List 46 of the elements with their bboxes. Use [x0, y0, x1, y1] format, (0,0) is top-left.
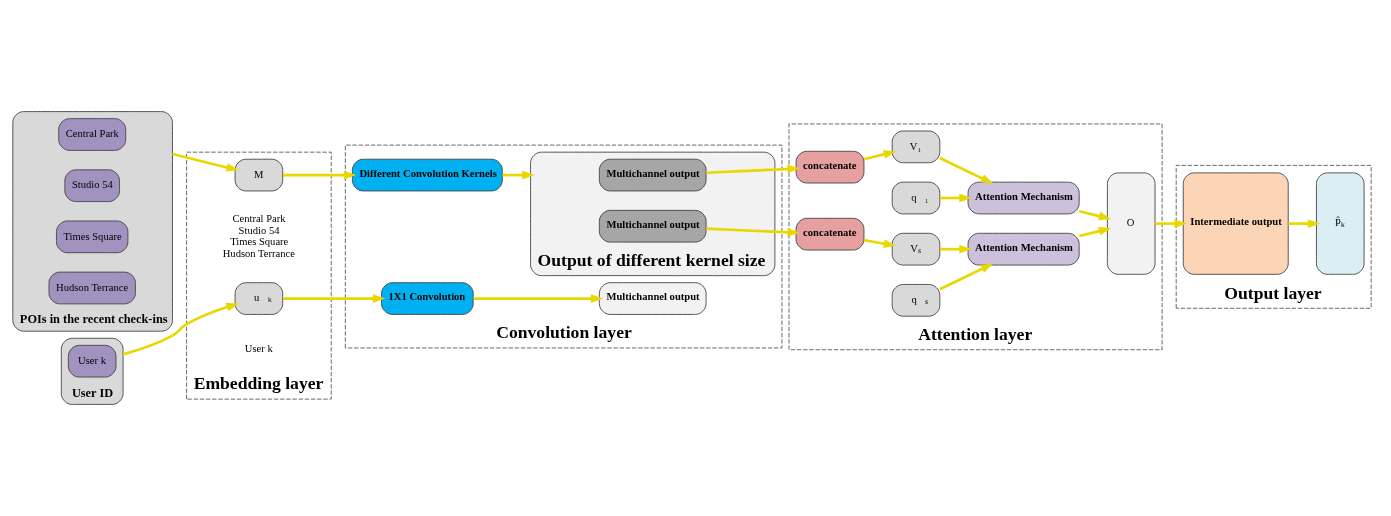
arrow: [939, 263, 994, 291]
arrow: [1078, 226, 1112, 238]
node-label: Central Park: [232, 213, 286, 225]
node-box: Attention Mechanism: [967, 232, 1080, 266]
arrow: [1155, 219, 1187, 228]
arrow: [282, 170, 357, 180]
node-box: M: [234, 158, 284, 192]
node-box: Multichannel output: [598, 282, 707, 315]
node-label: Hudson Terrance: [222, 247, 295, 259]
arrow: [122, 303, 239, 356]
node-box: concatenate: [795, 217, 865, 251]
node-box: concatenate: [795, 150, 865, 184]
arrow: [706, 227, 800, 237]
node-box: Times Square: [56, 220, 129, 254]
arrow: [172, 152, 239, 172]
node-box: Attention Mechanism: [967, 181, 1080, 215]
arrow: [502, 170, 535, 180]
node-box: Multichannel output: [598, 158, 707, 192]
node-label: Studio 54: [238, 224, 280, 236]
node-box: O: [1106, 172, 1156, 275]
arrow: [939, 193, 972, 203]
arrow: [863, 150, 897, 161]
node-box: Different Convolution Kernels: [351, 158, 503, 192]
node-box: q⃗₁: [891, 181, 941, 215]
node-label: Times Square: [230, 236, 289, 248]
node-box: 1X1 Convolution: [381, 282, 474, 315]
arrow: [473, 294, 604, 303]
node-box: Intermediate output: [1182, 172, 1289, 275]
node-box: P̂ₖ: [1316, 172, 1365, 275]
node-box: Multichannel output: [598, 209, 707, 243]
node-box: q⃗ₛ: [891, 284, 941, 317]
node-box: Central Park: [58, 118, 127, 151]
arrow: [939, 244, 972, 254]
arrow: [1288, 219, 1321, 228]
arrow: [1078, 209, 1112, 221]
arrow: [706, 164, 800, 175]
node-box: Hudson Terrance: [48, 271, 136, 305]
node-label: User k: [244, 343, 273, 355]
node-box: V₁: [891, 130, 941, 164]
arrow: [282, 294, 386, 303]
node-box: Studio 54: [64, 169, 120, 202]
arrow: [863, 238, 897, 248]
node-box: User k: [67, 344, 117, 378]
node-box: u⃗ₖ: [234, 282, 284, 315]
node-box: Vₛ: [891, 232, 941, 266]
arrow: [939, 156, 994, 184]
